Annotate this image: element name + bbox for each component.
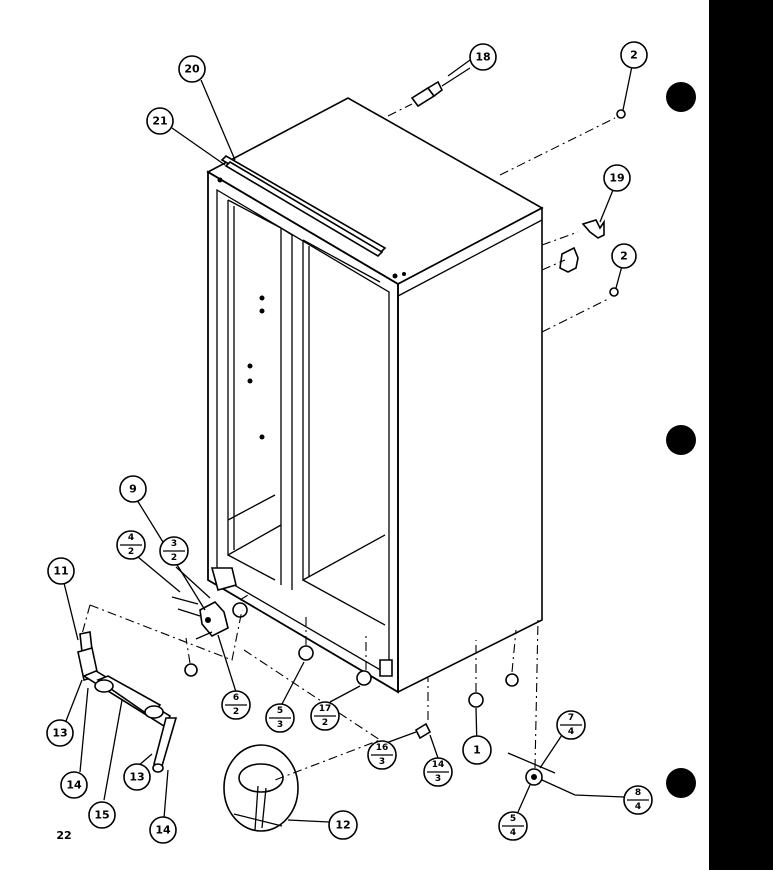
svg-text:3: 3 [435, 774, 441, 784]
svg-text:7: 7 [568, 713, 574, 723]
callout-19: 19 [603, 164, 631, 192]
foot-part [505, 673, 519, 687]
svg-text:5: 5 [510, 814, 516, 824]
callout-13: 13 [46, 719, 74, 747]
split-tube-part-12 [223, 744, 299, 832]
svg-text:5: 5 [277, 706, 283, 716]
svg-text:16: 16 [376, 743, 389, 753]
callout-5-4: 54 [498, 811, 528, 841]
svg-text:2: 2 [128, 547, 134, 557]
svg-text:8: 8 [635, 788, 641, 798]
punch-hole [666, 768, 696, 798]
callout-9: 9 [119, 475, 147, 503]
page-number: 22 [56, 829, 71, 842]
svg-text:3: 3 [171, 539, 177, 549]
svg-text:14: 14 [155, 824, 171, 837]
svg-text:2: 2 [171, 553, 177, 563]
callout-3-2: 32 [159, 536, 189, 566]
svg-text:19: 19 [609, 172, 624, 185]
callout-8-4: 84 [623, 785, 653, 815]
callout-18: 18 [469, 43, 497, 71]
foot-part [298, 645, 314, 661]
svg-text:13: 13 [129, 771, 144, 784]
svg-text:9: 9 [129, 483, 137, 496]
top-trim-strips [220, 154, 387, 258]
svg-text:13: 13 [52, 727, 67, 740]
nut-part-2 [616, 109, 626, 119]
svg-text:20: 20 [184, 63, 200, 76]
svg-text:15: 15 [94, 809, 109, 822]
callout-15: 15 [88, 801, 116, 829]
bracket-part-19 [559, 219, 605, 273]
svg-text:4: 4 [510, 828, 516, 838]
foot-part [468, 692, 484, 708]
callout-2: 2 [620, 41, 648, 69]
callout-1: 1 [462, 735, 492, 765]
svg-text:4: 4 [568, 727, 574, 737]
foot-part [184, 663, 198, 677]
callout-7-4: 74 [556, 710, 586, 740]
svg-text:2: 2 [233, 707, 239, 717]
binder-strip [709, 0, 773, 870]
svg-text:3: 3 [277, 720, 283, 730]
nut-part-2 [609, 287, 619, 297]
callout-14: 14 [60, 771, 88, 799]
svg-text:4: 4 [128, 533, 134, 543]
svg-text:18: 18 [475, 51, 490, 64]
callout-11: 11 [47, 557, 75, 585]
callout-13: 13 [123, 763, 151, 791]
foot-part [356, 670, 372, 686]
svg-text:12: 12 [335, 819, 350, 832]
svg-text:2: 2 [630, 49, 638, 62]
callout-20: 20 [178, 55, 206, 83]
assembly-lines [81, 103, 616, 781]
svg-text:6: 6 [233, 693, 239, 703]
foot-part [232, 602, 248, 618]
callout-14: 14 [149, 816, 177, 844]
callout-17-2: 172 [310, 701, 340, 731]
svg-text:2: 2 [322, 718, 328, 728]
punch-hole [666, 82, 696, 112]
svg-text:17: 17 [319, 704, 332, 714]
svg-text:14: 14 [432, 760, 445, 770]
callout-12: 12 [328, 810, 358, 840]
hinge-bracket-assembly [171, 567, 237, 640]
callout-6-2: 62 [221, 690, 251, 720]
callout-2: 2 [611, 243, 637, 269]
callout-4-2: 42 [116, 530, 146, 560]
callout-16-3: 163 [367, 740, 397, 770]
svg-text:3: 3 [379, 757, 385, 767]
leader-lines [63, 59, 633, 823]
svg-text:4: 4 [635, 802, 641, 812]
svg-text:11: 11 [53, 565, 68, 578]
svg-text:1: 1 [473, 744, 481, 757]
svg-text:14: 14 [66, 779, 82, 792]
punch-hole [666, 425, 696, 455]
roller-handle-assembly [77, 631, 178, 773]
callout-21: 21 [146, 107, 174, 135]
callout-5-3: 53 [265, 703, 295, 733]
callout-14-3: 143 [423, 757, 453, 787]
screw-part-16 [414, 722, 432, 740]
svg-text:2: 2 [620, 250, 628, 263]
screw-part-18 [410, 67, 471, 108]
svg-text:21: 21 [152, 115, 167, 128]
cabinet [206, 97, 544, 694]
